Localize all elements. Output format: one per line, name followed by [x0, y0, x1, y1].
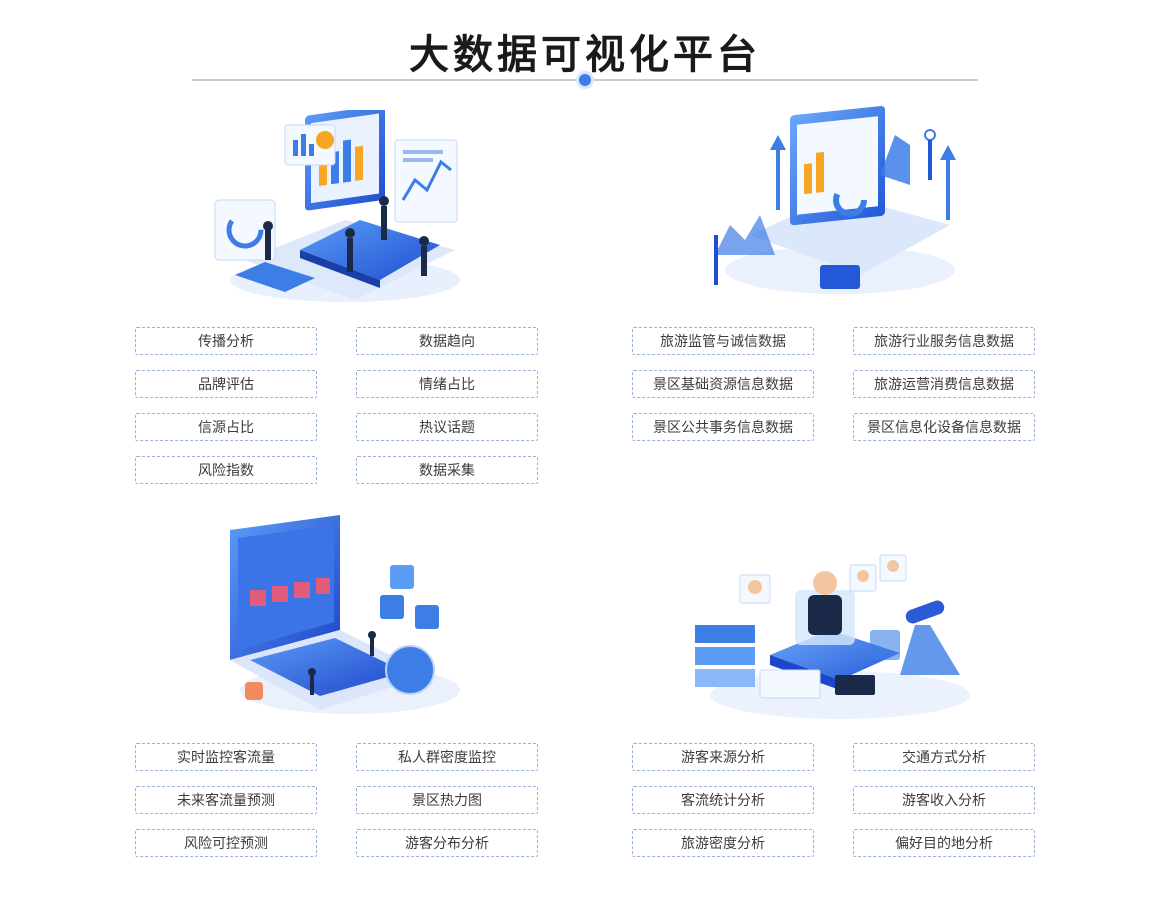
laptop-5g-cloud-illustration	[230, 515, 460, 714]
tag-item[interactable]: 旅游行业服务信息数据	[853, 327, 1035, 355]
tag-item[interactable]: 传播分析	[135, 327, 317, 355]
monitor-data-growth-illustration	[714, 105, 956, 294]
title-divider-dot	[579, 74, 591, 86]
tag-item[interactable]: 旅游密度分析	[632, 829, 814, 857]
tag-item[interactable]: 数据采集	[356, 456, 538, 484]
tag-item[interactable]: 客流统计分析	[632, 786, 814, 814]
tag-item[interactable]: 交通方式分析	[853, 743, 1035, 771]
tag-item[interactable]: 景区信息化设备信息数据	[853, 413, 1035, 441]
tag-item[interactable]: 风险可控预测	[135, 829, 317, 857]
tag-item[interactable]: 热议话题	[356, 413, 538, 441]
tag-item[interactable]: 游客来源分析	[632, 743, 814, 771]
tag-item[interactable]: 实时监控客流量	[135, 743, 317, 771]
tag-item[interactable]: 游客收入分析	[853, 786, 1035, 814]
tag-item[interactable]: 旅游运营消费信息数据	[853, 370, 1035, 398]
tag-item[interactable]: 数据趋向	[356, 327, 538, 355]
tag-item[interactable]: 品牌评估	[135, 370, 317, 398]
page-title: 大数据可视化平台	[409, 32, 761, 78]
tag-item[interactable]: 私人群密度监控	[356, 743, 538, 771]
tag-item[interactable]: 景区基础资源信息数据	[632, 370, 814, 398]
tag-item[interactable]: 旅游监管与诚信数据	[632, 327, 814, 355]
tag-item[interactable]: 风险指数	[135, 456, 317, 484]
server-telescope-people-illustration	[695, 554, 970, 719]
tag-item[interactable]: 偏好目的地分析	[853, 829, 1035, 857]
tag-item[interactable]: 景区公共事务信息数据	[632, 413, 814, 441]
tag-item[interactable]: 游客分布分析	[356, 829, 538, 857]
tag-item[interactable]: 信源占比	[135, 413, 317, 441]
tag-item[interactable]: 情绪占比	[356, 370, 538, 398]
tag-item[interactable]: 景区热力图	[356, 786, 538, 814]
tag-item[interactable]: 未来客流量预测	[135, 786, 317, 814]
laptop-dashboard-analytics-illustration	[214, 110, 460, 302]
